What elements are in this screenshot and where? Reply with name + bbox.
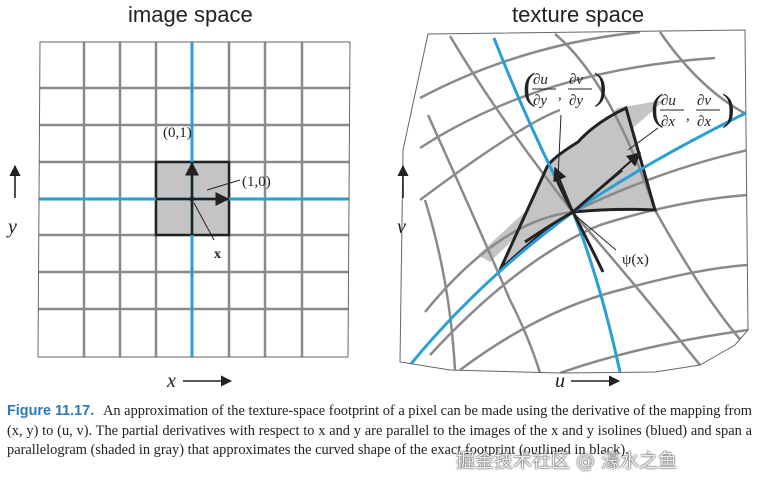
label-derivative-x: ( ∂u ∂x , ∂v ∂x ) bbox=[651, 87, 735, 130]
svg-text:∂y: ∂y bbox=[533, 93, 547, 109]
image-space-title: image space bbox=[128, 2, 253, 27]
svg-text:): ) bbox=[594, 66, 607, 108]
label-psi: ψ(x) bbox=[622, 252, 649, 268]
svg-text:∂y: ∂y bbox=[569, 93, 583, 109]
y-axis-label: y bbox=[6, 216, 17, 238]
svg-text:∂v: ∂v bbox=[569, 72, 583, 88]
label-derivative-y: ( ∂u ∂y , ∂v ∂y ) bbox=[523, 66, 607, 109]
texture-border bbox=[399, 29, 749, 374]
figure-caption: Figure 11.17. An approximation of the te… bbox=[7, 402, 752, 461]
x-axis-label: x bbox=[166, 370, 176, 392]
svg-text:∂u: ∂u bbox=[533, 72, 548, 88]
texture-space-panel: ( ∂u ∂y , ∂v ∂y ) ( ∂u ∂x , ∂v ∂x ) ψ(x)… bbox=[397, 29, 749, 392]
footprint-region bbox=[500, 108, 655, 270]
svg-text:(: ( bbox=[523, 66, 536, 108]
svg-text:∂u: ∂u bbox=[661, 93, 676, 109]
svg-text:(: ( bbox=[651, 87, 664, 129]
svg-text:,: , bbox=[686, 108, 690, 124]
caption-label: Figure 11.17. bbox=[7, 403, 95, 419]
label-1-0: (1,0) bbox=[242, 174, 271, 190]
u-axis-label: u bbox=[555, 370, 565, 392]
image-space-panel: (0,1) (1,0) x y x bbox=[6, 41, 351, 392]
texture-space-title: texture space bbox=[512, 2, 645, 27]
watermark: 掘金技术社区 @ 濠水之鱼 bbox=[456, 450, 678, 472]
svg-text:∂x: ∂x bbox=[697, 114, 711, 130]
v-axis-label: v bbox=[397, 216, 406, 238]
label-0-1: (0,1) bbox=[163, 125, 192, 141]
svg-text:,: , bbox=[558, 87, 562, 103]
caption-text: An approximation of the texture-space fo… bbox=[7, 403, 752, 458]
image-border bbox=[37, 41, 351, 358]
svg-text:): ) bbox=[722, 87, 735, 129]
svg-text:∂v: ∂v bbox=[697, 93, 711, 109]
diagram-canvas: (0,1) (1,0) x y x bbox=[6, 29, 749, 392]
label-point-x: x bbox=[214, 247, 221, 262]
arrow-dudx bbox=[572, 152, 642, 213]
svg-text:∂x: ∂x bbox=[661, 114, 675, 130]
